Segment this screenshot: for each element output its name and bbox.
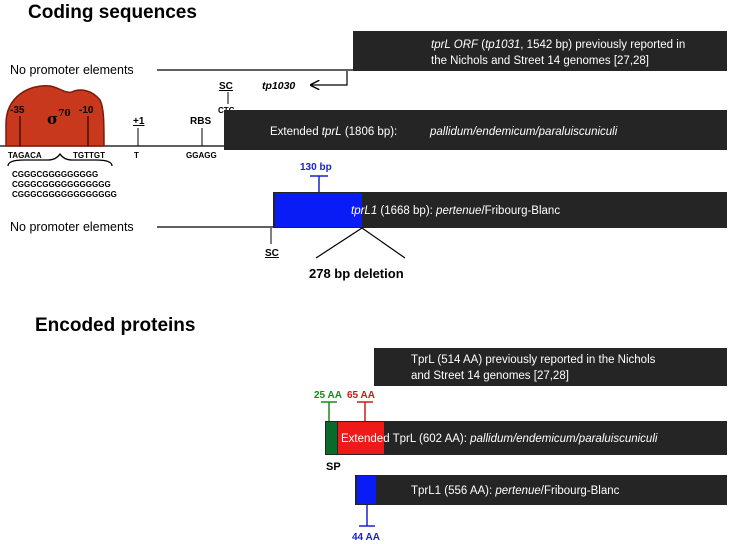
spacer-repeat-3: CGGGCGGGGGGGGGGGG	[12, 190, 117, 199]
aa25-label: 25 AA	[314, 390, 342, 401]
tp1030-arrow	[311, 71, 348, 85]
start-codon-bottom-label: SC	[265, 248, 279, 259]
no-promoter-label-bottom: No promoter elements	[10, 220, 134, 234]
extended-tprl-box-text: Extended tprL (1806 bp):pallidum/endemic…	[270, 126, 618, 138]
tprl1-44aa-region	[357, 476, 376, 504]
minus35-sequence: TAGACA	[8, 151, 42, 160]
extension-65aa-region	[338, 422, 384, 454]
deletion-label: 278 bp deletion	[309, 266, 404, 281]
rbs-sequence: GGAGG	[186, 151, 217, 160]
tprl-orf-box	[353, 31, 727, 71]
spacer-brace	[7, 152, 113, 167]
spacer-repeat-1: CGGGCGGGGGGGGG	[12, 170, 98, 179]
no-promoter-label-top: No promoter elements	[10, 63, 134, 77]
tp1030-label: tp1030	[262, 80, 295, 92]
signal-peptide-label: SP	[326, 461, 341, 473]
aa65-label: 65 AA	[347, 390, 375, 401]
tss-label: +1	[133, 116, 145, 127]
spacer-repeat-2: CGGGCGGGGGGGGGGG	[12, 180, 111, 189]
extended-tprl-box	[224, 110, 727, 150]
tprl-orf-box-line2: the Nichols and Street 14 genomes [27,28…	[431, 55, 649, 67]
tprl1-130bp-region	[275, 193, 362, 227]
tprl-protein-box-line1: TprL (514 AA) previously reported in the…	[411, 354, 656, 366]
tprl1-box-text: tprL1 (1668 bp): pertenue/Fribourg-Blanc	[351, 205, 560, 217]
coding-section-title: Coding sequences	[28, 2, 197, 23]
tss-base: T	[134, 151, 139, 160]
minus10-sequence: TGTTGT	[73, 151, 105, 160]
minus35-label: -35	[10, 105, 25, 116]
start-codon-top-label: SC	[219, 81, 233, 92]
tprl-orf-box-line1: tprL ORF (tp1031, 1542 bp) previously re…	[431, 39, 685, 51]
signal-peptide-region	[326, 422, 337, 454]
extended-tprl-protein-box	[325, 421, 727, 455]
sigma70-factor	[5, 85, 105, 147]
proteins-section-title: Encoded proteins	[35, 315, 195, 336]
tprl1-protein-box	[355, 475, 727, 505]
aa44-label: 44 AA	[352, 532, 380, 543]
tprl1-protein-box-text: TprL1 (556 AA): pertenue/Fribourg-Blanc	[411, 485, 620, 497]
minus10-label: -10	[79, 105, 94, 116]
sigma70-label: σ70	[47, 109, 71, 128]
rbs-label: RBS	[190, 116, 211, 127]
bp130-label: 130 bp	[300, 162, 332, 173]
extended-tprl-protein-box-text: Extended TprL (602 AA): pallidum/endemic…	[341, 433, 658, 445]
tprl-protein-box-line2: and Street 14 genomes [27,28]	[411, 370, 569, 382]
tprl-protein-box	[374, 348, 727, 386]
deletion-marker	[315, 227, 406, 259]
